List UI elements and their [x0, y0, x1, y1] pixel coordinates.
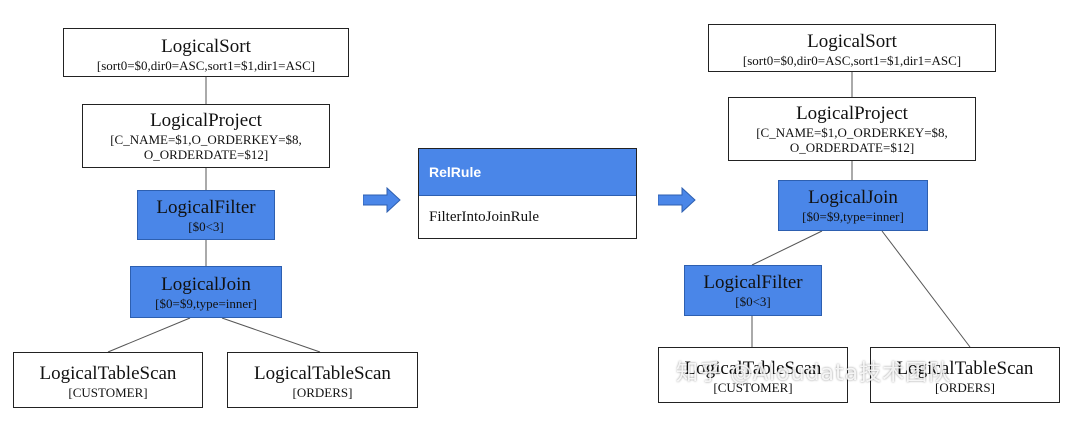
edge-join-customer-left [107, 317, 191, 353]
relrule-name: FilterIntoJoinRule [429, 209, 539, 225]
right-sort-detail: [sort0=$0,dir0=ASC,sort1=$1,dir1=ASC] [742, 53, 962, 68]
left-tablescan-orders-node: LogicalTableScan [ORDERS] [227, 352, 418, 408]
transform-arrow-left [363, 187, 401, 213]
left-logical-join-node: LogicalJoin [$0=$9,type=inner] [130, 266, 282, 318]
left-logical-filter-node: LogicalFilter [$0<3] [137, 190, 275, 240]
right-logical-join-node: LogicalJoin [$0=$9,type=inner] [778, 180, 928, 231]
right-scan-orders-detail: [ORDERS] [935, 380, 995, 395]
right-scan-customer-title: LogicalTableScan [684, 358, 822, 379]
right-logical-sort-node: LogicalSort [sort0=$0,dir0=ASC,sort1=$1,… [708, 24, 996, 72]
edge-join-filter-right [751, 230, 823, 266]
right-filter-detail: [$0<3] [735, 294, 771, 309]
watermark-text: 知乎 @Aloudata技术团队 [676, 361, 952, 386]
right-project-detail-line2: O_ORDERDATE=$12] [789, 140, 915, 155]
left-scan-customer-detail: [CUSTOMER] [68, 385, 148, 400]
left-project-detail-line2: O_ORDERDATE=$12] [143, 147, 269, 162]
right-logical-filter-node: LogicalFilter [$0<3] [684, 265, 822, 316]
left-scan-orders-title: LogicalTableScan [254, 363, 391, 384]
relrule-header: RelRule [419, 149, 636, 196]
right-tablescan-orders-node: LogicalTableScan [ORDERS] [870, 347, 1060, 403]
right-filter-title: LogicalFilter [703, 272, 803, 293]
left-filter-title: LogicalFilter [156, 197, 256, 218]
right-logical-project-node: LogicalProject [C_NAME=$1,O_ORDERKEY=$8,… [728, 97, 976, 161]
left-scan-orders-detail: [ORDERS] [292, 385, 353, 400]
transform-arrow-right [658, 187, 696, 213]
left-sort-title: LogicalSort [161, 36, 251, 57]
left-logical-sort-node: LogicalSort [sort0=$0,dir0=ASC,sort1=$1,… [63, 28, 349, 77]
right-project-title: LogicalProject [796, 103, 908, 124]
right-join-detail: [$0=$9,type=inner] [802, 209, 904, 224]
right-scan-customer-detail: [CUSTOMER] [713, 380, 793, 395]
right-tablescan-customer-node: LogicalTableScan [CUSTOMER] [658, 347, 848, 403]
right-scan-orders-title: LogicalTableScan [896, 358, 1034, 379]
right-sort-title: LogicalSort [807, 31, 897, 52]
relrule-box: RelRule FilterIntoJoinRule [418, 148, 637, 239]
left-sort-detail: [sort0=$0,dir0=ASC,sort1=$1,dir1=ASC] [96, 58, 316, 73]
left-project-title: LogicalProject [150, 110, 262, 131]
left-logical-project-node: LogicalProject [C_NAME=$1,O_ORDERKEY=$8,… [82, 104, 330, 168]
left-filter-detail: [$0<3] [188, 219, 224, 234]
edge-join-orders-left [221, 317, 321, 353]
edge-join-orders-right [881, 230, 971, 348]
left-project-detail-line1: [C_NAME=$1,O_ORDERKEY=$8, [110, 132, 302, 147]
right-join-title: LogicalJoin [808, 187, 898, 208]
left-scan-customer-title: LogicalTableScan [39, 363, 177, 384]
left-join-detail: [$0=$9,type=inner] [155, 296, 257, 311]
left-tablescan-customer-node: LogicalTableScan [CUSTOMER] [13, 352, 203, 408]
left-join-title: LogicalJoin [161, 274, 251, 295]
right-project-detail-line1: [C_NAME=$1,O_ORDERKEY=$8, [756, 125, 948, 140]
